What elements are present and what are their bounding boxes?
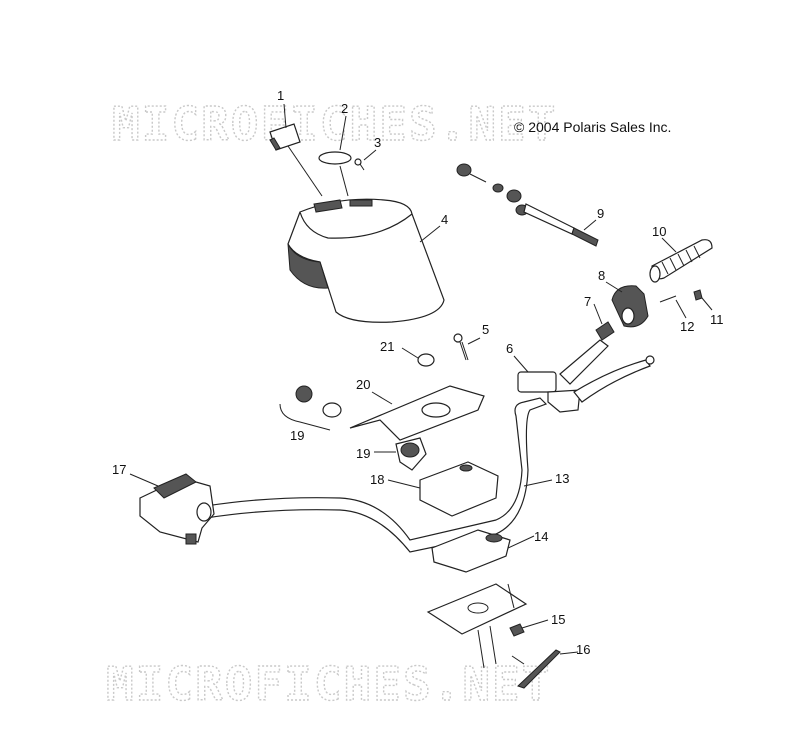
callout-20: 20 bbox=[356, 377, 370, 392]
bracket-part-20 bbox=[349, 385, 485, 441]
callout-4: 4 bbox=[441, 212, 448, 227]
callout-17: 17 bbox=[112, 462, 126, 477]
handlebar-part-13 bbox=[205, 397, 548, 553]
bolt-part-5 bbox=[453, 333, 469, 361]
o-ring-part-2 bbox=[318, 151, 352, 165]
throttle-housing-part-8 bbox=[611, 285, 649, 328]
throttle-cable-part-9 bbox=[456, 163, 599, 247]
callout-21: 21 bbox=[380, 339, 394, 354]
callout-9: 9 bbox=[597, 206, 604, 221]
callout-16: 16 bbox=[576, 642, 590, 657]
callout-13: 13 bbox=[555, 471, 569, 486]
nut-part-15 bbox=[509, 623, 525, 637]
watermark-bottom: MICROFICHES.NET bbox=[106, 657, 551, 711]
switch-housing-part-17 bbox=[139, 473, 215, 545]
callout-14: 14 bbox=[534, 529, 548, 544]
cable-tie-part-16 bbox=[517, 649, 561, 689]
adjuster-part-7 bbox=[595, 321, 615, 341]
callout-labels: 1 2 3 4 5 6 7 8 9 10 11 12 13 14 15 16 1… bbox=[112, 88, 724, 657]
switch-part-1 bbox=[269, 123, 301, 151]
callout-1: 1 bbox=[277, 88, 284, 103]
callout-5: 5 bbox=[482, 322, 489, 337]
screw-part-3 bbox=[354, 158, 365, 171]
watermark-top: MICROFICHES.NET bbox=[112, 97, 557, 151]
callout-7: 7 bbox=[584, 294, 591, 309]
callout-3: 3 bbox=[374, 135, 381, 150]
callout-11: 11 bbox=[710, 312, 724, 327]
headlight-pod bbox=[287, 198, 445, 323]
callout-19-switch: 19 bbox=[356, 446, 370, 461]
clamp-lower-part-14 bbox=[431, 529, 511, 573]
clip-part-11 bbox=[693, 289, 703, 301]
leader-lines bbox=[129, 103, 713, 655]
callout-6: 6 bbox=[506, 341, 513, 356]
callout-15: 15 bbox=[551, 612, 565, 627]
connector-part-19 bbox=[279, 385, 342, 431]
callout-12: 12 bbox=[680, 319, 694, 334]
callout-2: 2 bbox=[341, 101, 348, 116]
washer-part-21 bbox=[417, 353, 435, 367]
grip-part-10 bbox=[649, 239, 713, 283]
mounting-plate bbox=[426, 583, 528, 669]
clamp-upper-part-18 bbox=[419, 461, 499, 517]
screw-part-12 bbox=[659, 295, 677, 303]
callout-19-connector: 19 bbox=[290, 428, 304, 443]
copyright-notice: © 2004 Polaris Sales Inc. bbox=[514, 119, 671, 135]
callout-18: 18 bbox=[370, 472, 384, 487]
callout-10: 10 bbox=[652, 224, 666, 239]
brake-master-cylinder-part-6 bbox=[517, 339, 655, 413]
callout-8: 8 bbox=[598, 268, 605, 283]
switch-part-19 bbox=[395, 437, 427, 471]
